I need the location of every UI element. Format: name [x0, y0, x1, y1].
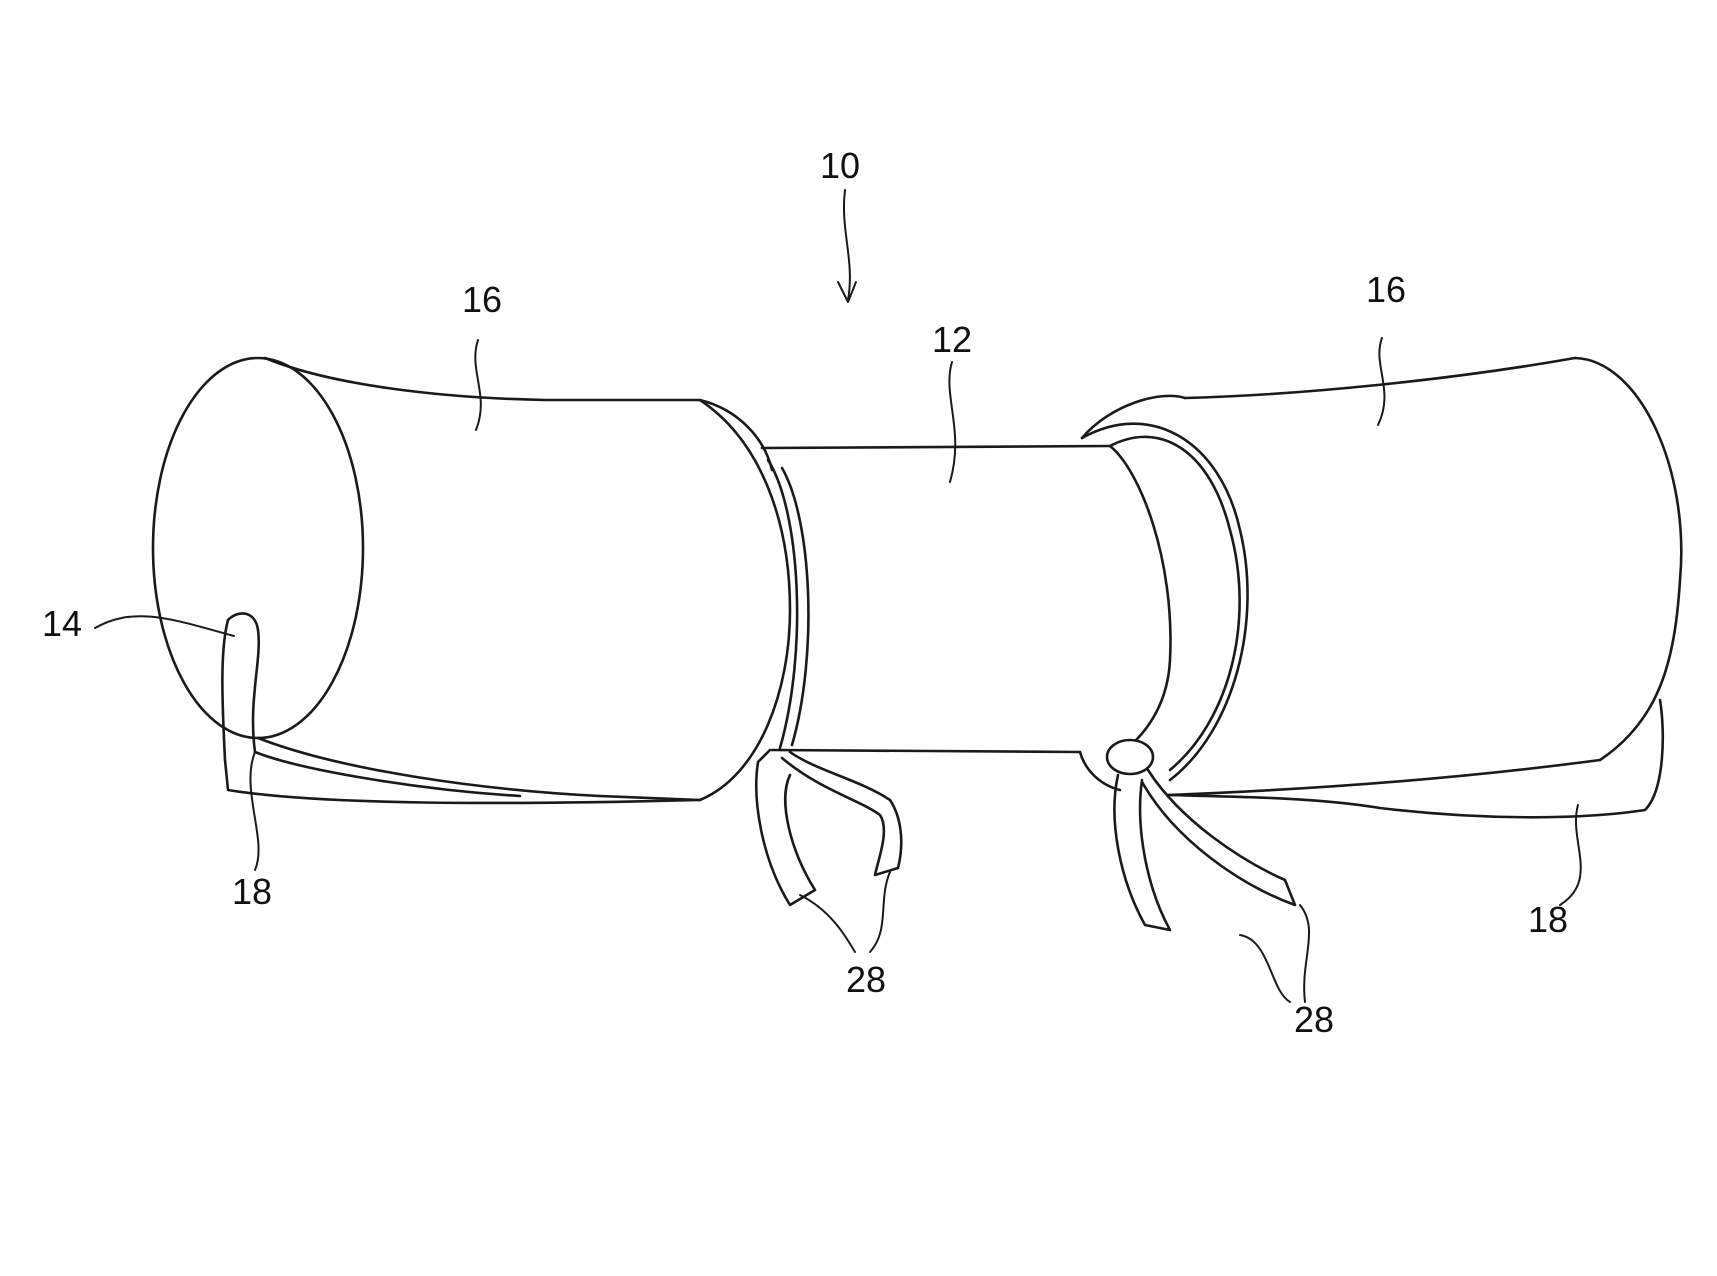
leader-28-left-b	[869, 871, 891, 953]
right-strap	[1166, 698, 1665, 819]
leader-10	[843, 189, 851, 301]
reference-labels: 10 16 16 12 14 18 18 28 28	[42, 145, 1568, 1040]
label-28-left: 28	[846, 959, 886, 1000]
label-14: 14	[42, 603, 82, 644]
label-12: 12	[932, 319, 972, 360]
label-10: 10	[820, 145, 860, 186]
label-18-left: 18	[232, 871, 272, 912]
leader-16-left	[474, 339, 482, 431]
center-sleeve	[760, 444, 1112, 754]
leader-28-right-b	[1299, 904, 1311, 1003]
left-ties	[755, 748, 903, 907]
leader-10-arrow	[837, 281, 857, 303]
leader-12	[948, 361, 957, 483]
leader-18-left	[249, 751, 260, 871]
tie-knot	[1105, 738, 1155, 776]
leader-14	[94, 615, 235, 637]
leader-18-right	[1559, 804, 1582, 906]
right-ties	[1105, 738, 1297, 932]
leader-28-right-a	[1239, 934, 1291, 1003]
label-18-right: 18	[1528, 899, 1568, 940]
left-strap	[221, 612, 702, 805]
label-28-right: 28	[1294, 999, 1334, 1040]
right-cushion	[1078, 356, 1683, 797]
leader-lines	[94, 189, 1582, 1003]
left-cushion	[151, 356, 792, 802]
leader-28-left-a	[799, 894, 856, 953]
label-16-left: 16	[462, 279, 502, 320]
label-16-right: 16	[1366, 269, 1406, 310]
left-cushion-end-face	[151, 356, 365, 740]
leader-16-right	[1377, 337, 1386, 426]
